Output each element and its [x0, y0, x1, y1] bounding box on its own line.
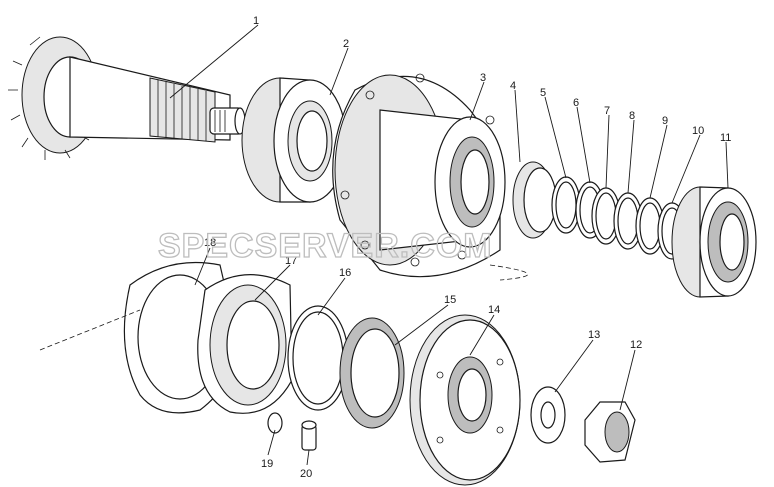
part-17-cover [197, 274, 293, 414]
part-16-ring [287, 305, 349, 411]
callout-11: 11 [720, 132, 731, 144]
callout-13: 13 [588, 329, 600, 341]
callout-4: 4 [510, 80, 516, 92]
callout-2: 2 [343, 38, 349, 50]
leader-lines [169, 24, 729, 466]
part-12-nut [584, 401, 636, 463]
callout-8: 8 [629, 110, 635, 122]
callout-1: 1 [253, 15, 259, 27]
part-4-spacer [512, 161, 557, 239]
callout-16: 16 [339, 267, 351, 279]
axis-line-lower [39, 264, 528, 351]
watermark: SPECSERVER.COM [158, 227, 493, 265]
part-3-housing [332, 73, 506, 278]
part-19-small-washer [267, 412, 283, 434]
callout-12: 12 [630, 339, 642, 351]
callout-6: 6 [573, 97, 579, 109]
callout-9: 9 [662, 115, 668, 127]
callout-15: 15 [444, 294, 456, 306]
callout-20: 20 [300, 468, 312, 480]
callout-17: 17 [285, 255, 297, 267]
callout-18: 18 [204, 237, 216, 249]
callout-14: 14 [488, 304, 500, 316]
callout-3: 3 [480, 72, 486, 84]
part-13-washer [530, 386, 566, 444]
callout-19: 19 [261, 458, 273, 470]
callout-5: 5 [540, 87, 546, 99]
callout-10: 10 [692, 125, 704, 137]
part-5-ring [551, 176, 581, 234]
part-20-bolt [301, 420, 317, 451]
part-2-bearing [241, 77, 347, 203]
callout-7: 7 [604, 105, 610, 117]
part-8-ring [613, 192, 643, 250]
part-14-flange [409, 314, 521, 486]
part-15-oil-seal [339, 317, 405, 429]
part-7-ring [591, 187, 621, 245]
part-11-roller-bearing [671, 186, 757, 298]
callout-numbers: 1 2 3 4 5 6 7 8 9 10 11 12 13 14 15 16 1… [204, 15, 731, 480]
part-1-pinion-shaft [8, 36, 246, 160]
